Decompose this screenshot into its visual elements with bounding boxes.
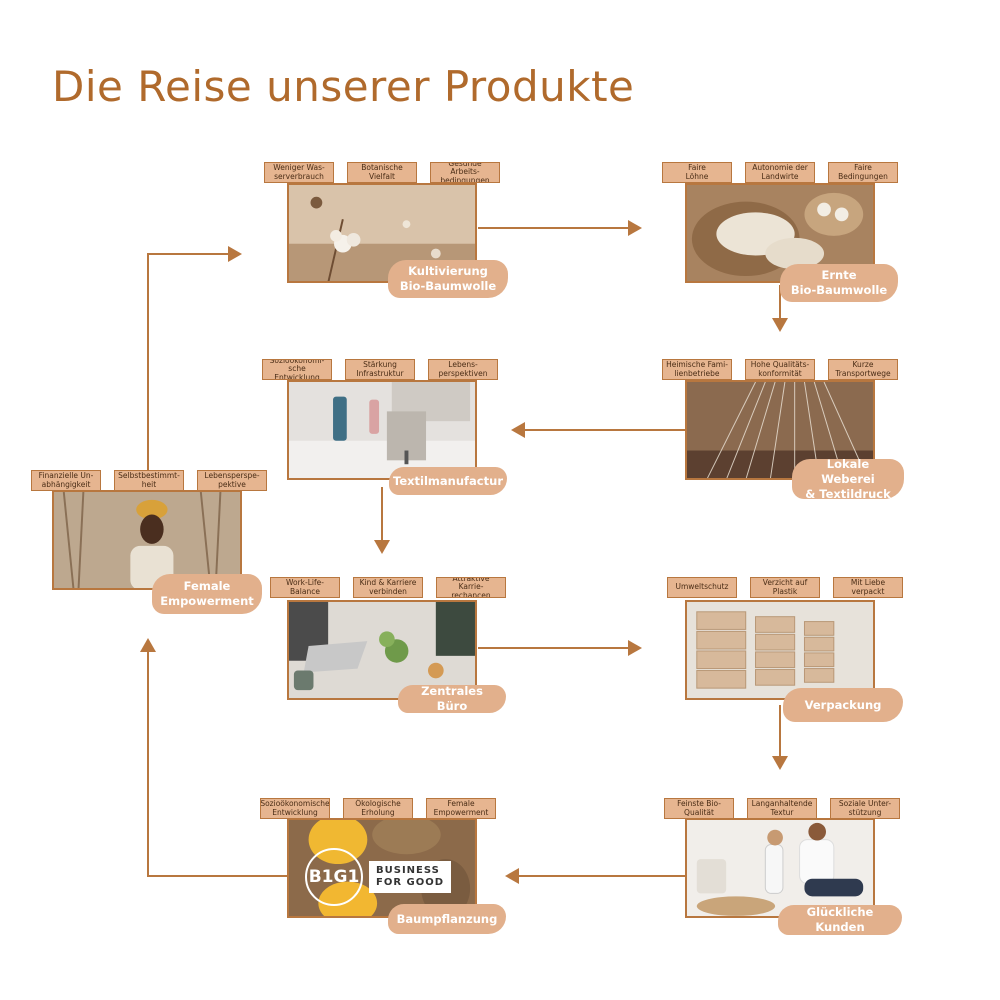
woman-portrait-photo — [54, 492, 240, 588]
label-ernte: Ernte Bio-Baumwolle — [780, 264, 898, 302]
card-female — [52, 490, 242, 590]
tag: Kurze Transportwege — [828, 359, 898, 380]
tag: Hohe Qualitäts- konformität — [745, 359, 815, 380]
card-weberei — [685, 380, 875, 480]
label-textilmanufaktur: Textilmanufactur — [389, 467, 507, 495]
tags-textilmanufaktur: Sozioökonomi- sche Entwicklung Stärkung … — [262, 359, 498, 380]
tag: Faire Löhne — [662, 162, 732, 183]
tag: Ökologische Erholung — [343, 798, 413, 819]
tags-weberei: Heimische Fami- lienbetriebe Hohe Qualit… — [662, 359, 898, 380]
card-buero — [287, 600, 477, 700]
tag: Soziale Unter- stützung — [830, 798, 900, 819]
tag: Faire Bedingungen — [828, 162, 898, 183]
tag: Finanzielle Un- abhängigkeit — [31, 470, 101, 491]
business-for-good-text: BUSINESS FOR GOOD — [369, 861, 452, 893]
tags-kunden: Feinste Bio- Qualität Langanhaltende Tex… — [664, 798, 900, 819]
tags-kultivierung: Weniger Was- serverbrauch Botanische Vie… — [264, 162, 500, 183]
label-kultivierung: Kultivierung Bio-Baumwolle — [388, 260, 508, 298]
tag: Autonomie der Landwirte — [745, 162, 815, 183]
tags-buero: Work-Life- Balance Kind & Karriere verbi… — [270, 577, 506, 598]
page-title: Die Reise unserer Produkte — [52, 62, 635, 111]
b1g1-badge: B1G1 — [305, 848, 363, 906]
b1g1-logo: B1G1 BUSINESS FOR GOOD — [305, 848, 452, 906]
tag: Kind & Karriere verbinden — [353, 577, 423, 598]
label-female: Female Empowerment — [152, 574, 262, 614]
tag: Sozioökonomische Entwicklung — [260, 798, 330, 819]
tag: Feinste Bio- Qualität — [664, 798, 734, 819]
card-ernte — [685, 183, 875, 283]
tags-verpackung: Umweltschutz Verzicht auf Plastik Mit Li… — [667, 577, 903, 598]
tag: Botanische Vielfalt — [347, 162, 417, 183]
tag: Stärkung Infrastruktur — [345, 359, 415, 380]
card-textilmanufaktur — [287, 380, 477, 480]
label-verpackung: Verpackung — [783, 688, 903, 722]
weaving-loom-photo — [687, 382, 873, 478]
tag: Lebens- perspektiven — [428, 359, 498, 380]
arrow-baum-female — [140, 638, 288, 877]
tag: Selbstbestimmt- heit — [114, 470, 184, 491]
sewing-machine-photo — [289, 382, 475, 478]
tag: Female Empowerment — [426, 798, 496, 819]
card-kunden — [685, 818, 875, 918]
label-buero: Zentrales Büro — [398, 684, 506, 713]
arrow-female-kultivierung — [147, 246, 242, 490]
label-weberei: Lokale Weberei & Textildruck — [792, 457, 904, 501]
mother-child-photo — [687, 820, 873, 916]
tag: Lebensperspe- pektive — [197, 470, 267, 491]
card-verpackung — [685, 600, 875, 700]
label-baumpflanzung: Baumpflanzung — [388, 904, 506, 934]
tag: Work-Life- Balance — [270, 577, 340, 598]
tags-female: Finanzielle Un- abhängigkeit Selbstbesti… — [31, 470, 267, 491]
tag: Attraktive Karrie- rechancen — [436, 577, 506, 598]
tag: Weniger Was- serverbrauch — [264, 162, 334, 183]
tag: Umweltschutz — [667, 577, 737, 598]
stacked-boxes-photo — [687, 602, 873, 698]
tag: Heimische Fami- lienbetriebe — [662, 359, 732, 380]
label-kunden: Glückliche Kunden — [778, 905, 902, 935]
tags-ernte: Faire Löhne Autonomie der Landwirte Fair… — [662, 162, 898, 183]
cotton-yarn-basket-photo — [687, 185, 873, 281]
tag: Mit Liebe verpackt — [833, 577, 903, 598]
tag: Sozioökonomi- sche Entwicklung — [262, 359, 332, 380]
tag: Langanhaltende Textur — [747, 798, 817, 819]
office-desk-photo — [289, 602, 475, 698]
tag: Verzicht auf Plastik — [750, 577, 820, 598]
tags-baumpflanzung: Sozioökonomische Entwicklung Ökologische… — [260, 798, 496, 819]
tag: Gesunde Arbeits- bedingungen — [430, 162, 500, 183]
